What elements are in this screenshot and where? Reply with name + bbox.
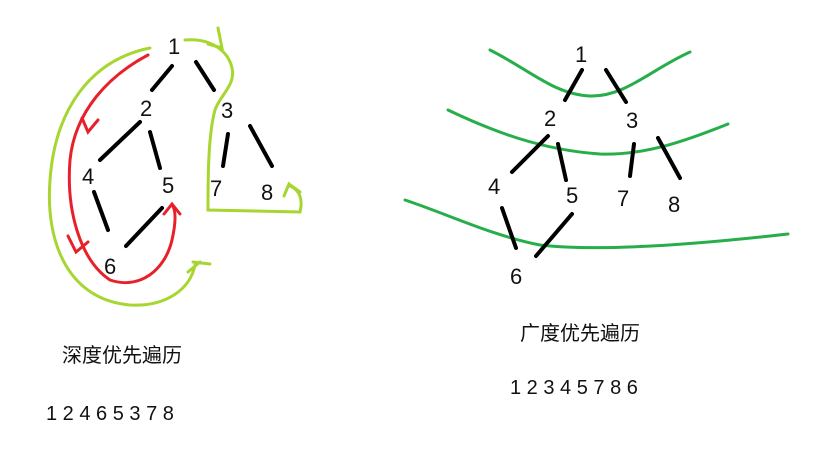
bfs-edges <box>500 68 682 258</box>
dfs-edge-4-6 <box>92 190 110 232</box>
dfs-inner-traversal-path <box>67 53 177 285</box>
dfs-edges <box>92 60 274 248</box>
bfs-edge-1-3 <box>604 68 628 104</box>
bfs-caption: 广度优先遍历 <box>520 321 640 345</box>
bfs-node-8: 8 <box>668 192 680 217</box>
dfs-edge-1-3 <box>194 60 216 92</box>
dfs-inner-arrowhead-top <box>80 116 100 135</box>
dfs-outer-arrowhead-8 <box>282 181 302 198</box>
dfs-edge-5-6 <box>124 206 164 248</box>
bfs-node-6: 6 <box>510 264 522 289</box>
bfs-level-curve-2 <box>446 108 730 156</box>
bfs-edge-3-7 <box>628 142 636 178</box>
dfs-outer-arrowhead-top <box>206 26 224 51</box>
bfs-tree: 1 2 3 4 5 7 8 6 广度优先遍历 1 2 3 4 5 7 8 6 <box>403 42 790 399</box>
dfs-edge-2-4 <box>98 120 142 162</box>
dfs-node-3: 3 <box>221 98 233 123</box>
dfs-node-1: 1 <box>168 34 180 59</box>
dfs-edge-3-7 <box>221 132 230 168</box>
bfs-sequence: 1 2 3 4 5 7 8 6 <box>510 377 638 399</box>
bfs-edge-1-2 <box>563 68 584 102</box>
dfs-edge-1-2 <box>150 64 174 92</box>
bfs-node-7: 7 <box>617 186 629 211</box>
dfs-edge-2-5 <box>148 130 162 170</box>
bfs-edge-3-8 <box>656 136 682 180</box>
bfs-level-curve-1 <box>488 48 692 98</box>
dfs-node-4: 4 <box>82 164 94 189</box>
dfs-outer-top-arrow <box>183 38 303 214</box>
bfs-node-2: 2 <box>544 106 556 131</box>
bfs-edge-2-5 <box>556 142 568 182</box>
dfs-tree: 1 2 3 4 5 7 8 6 深度优先遍历 1 2 4 6 5 3 7 8 <box>46 26 303 425</box>
bfs-node-4: 4 <box>488 174 500 199</box>
dfs-node-2: 2 <box>140 96 152 121</box>
dfs-caption: 深度优先遍历 <box>62 343 182 367</box>
bfs-level-curve-3 <box>403 198 790 250</box>
bfs-node-5: 5 <box>566 183 578 208</box>
bfs-edge-4-6 <box>500 206 518 250</box>
dfs-node-8: 8 <box>261 180 273 205</box>
dfs-edge-3-8 <box>248 124 274 168</box>
dfs-inner-arrowhead-5 <box>162 201 182 216</box>
bfs-edge-5-6 <box>534 212 574 258</box>
dfs-inner-arrowhead-left <box>66 234 90 255</box>
bfs-edge-2-4 <box>510 134 550 174</box>
dfs-node-6: 6 <box>104 254 116 279</box>
bfs-node-3: 3 <box>626 108 638 133</box>
dfs-node-5: 5 <box>162 173 174 198</box>
dfs-node-7: 7 <box>210 176 222 201</box>
dfs-outer-traversal-path <box>47 46 212 307</box>
bfs-node-1: 1 <box>575 42 587 67</box>
dfs-sequence: 1 2 4 6 5 3 7 8 <box>46 403 174 425</box>
